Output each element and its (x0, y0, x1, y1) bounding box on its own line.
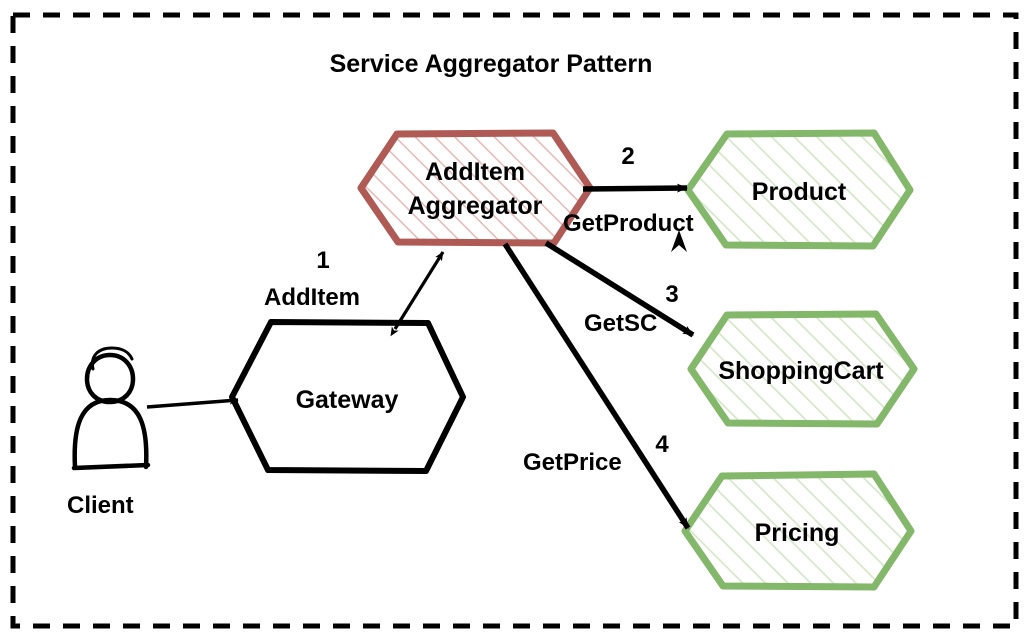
edge-aggregator-product-number: 2 (621, 143, 634, 170)
actor-client: Client (67, 346, 151, 519)
node-shoppingcart-label: ShoppingCart (718, 357, 884, 385)
node-pricing-label: Pricing (755, 519, 840, 547)
node-product[interactable]: Product (684, 129, 914, 250)
edge-gateway-aggregator-label: AddItem (264, 284, 360, 311)
person-base-icon (71, 462, 151, 471)
node-shoppingcart[interactable]: ShoppingCart (687, 310, 918, 428)
person-body-icon (72, 397, 149, 470)
edge-client-gateway-line (146, 396, 239, 409)
node-gateway-label: Gateway (296, 386, 399, 414)
edge-aggregator-product: 2 GetProduct (563, 143, 694, 252)
edge-client-gateway (146, 396, 239, 409)
person-head-sketch-icon (90, 346, 134, 371)
edge-aggregator-shoppingcart-label: GetSC (584, 310, 657, 337)
edge-aggregator-product-label: GetProduct (563, 210, 694, 237)
edge-aggregator-pricing: 4 GetPrice (502, 242, 691, 530)
edge-gateway-aggregator: 1 AddItem (264, 247, 445, 337)
pricing-hexagon-shape (681, 470, 915, 591)
edge-gateway-aggregator-line (390, 251, 445, 337)
node-pricing[interactable]: Pricing (681, 470, 915, 591)
node-aggregator[interactable]: AddItem Aggregator (357, 129, 594, 247)
shoppingcart-hexagon-shape (687, 310, 918, 428)
edge-aggregator-shoppingcart: 3 GetSC (544, 240, 695, 338)
edge-aggregator-shoppingcart-line (544, 240, 695, 338)
diagram-frame (10, 12, 1019, 629)
edge-aggregator-product-arrow-artifact-icon (671, 230, 687, 252)
edge-aggregator-pricing-line (502, 242, 691, 530)
node-aggregator-label-line2: Aggregator (408, 192, 543, 220)
aggregator-hexagon-shape (357, 129, 594, 247)
edge-gateway-aggregator-number: 1 (316, 247, 329, 274)
node-product-label: Product (752, 178, 847, 206)
edge-aggregator-product-line (582, 183, 688, 193)
edge-aggregator-pricing-number: 4 (655, 431, 669, 458)
product-hexagon-shape (684, 129, 914, 250)
node-gateway[interactable]: Gateway (229, 319, 466, 474)
edge-aggregator-shoppingcart-number: 3 (665, 281, 678, 308)
node-aggregator-label-line1: AddItem (425, 158, 525, 186)
page-title: Service Aggregator Pattern (330, 50, 653, 78)
actor-client-label: Client (67, 492, 134, 519)
edge-aggregator-pricing-label: GetPrice (523, 449, 622, 476)
